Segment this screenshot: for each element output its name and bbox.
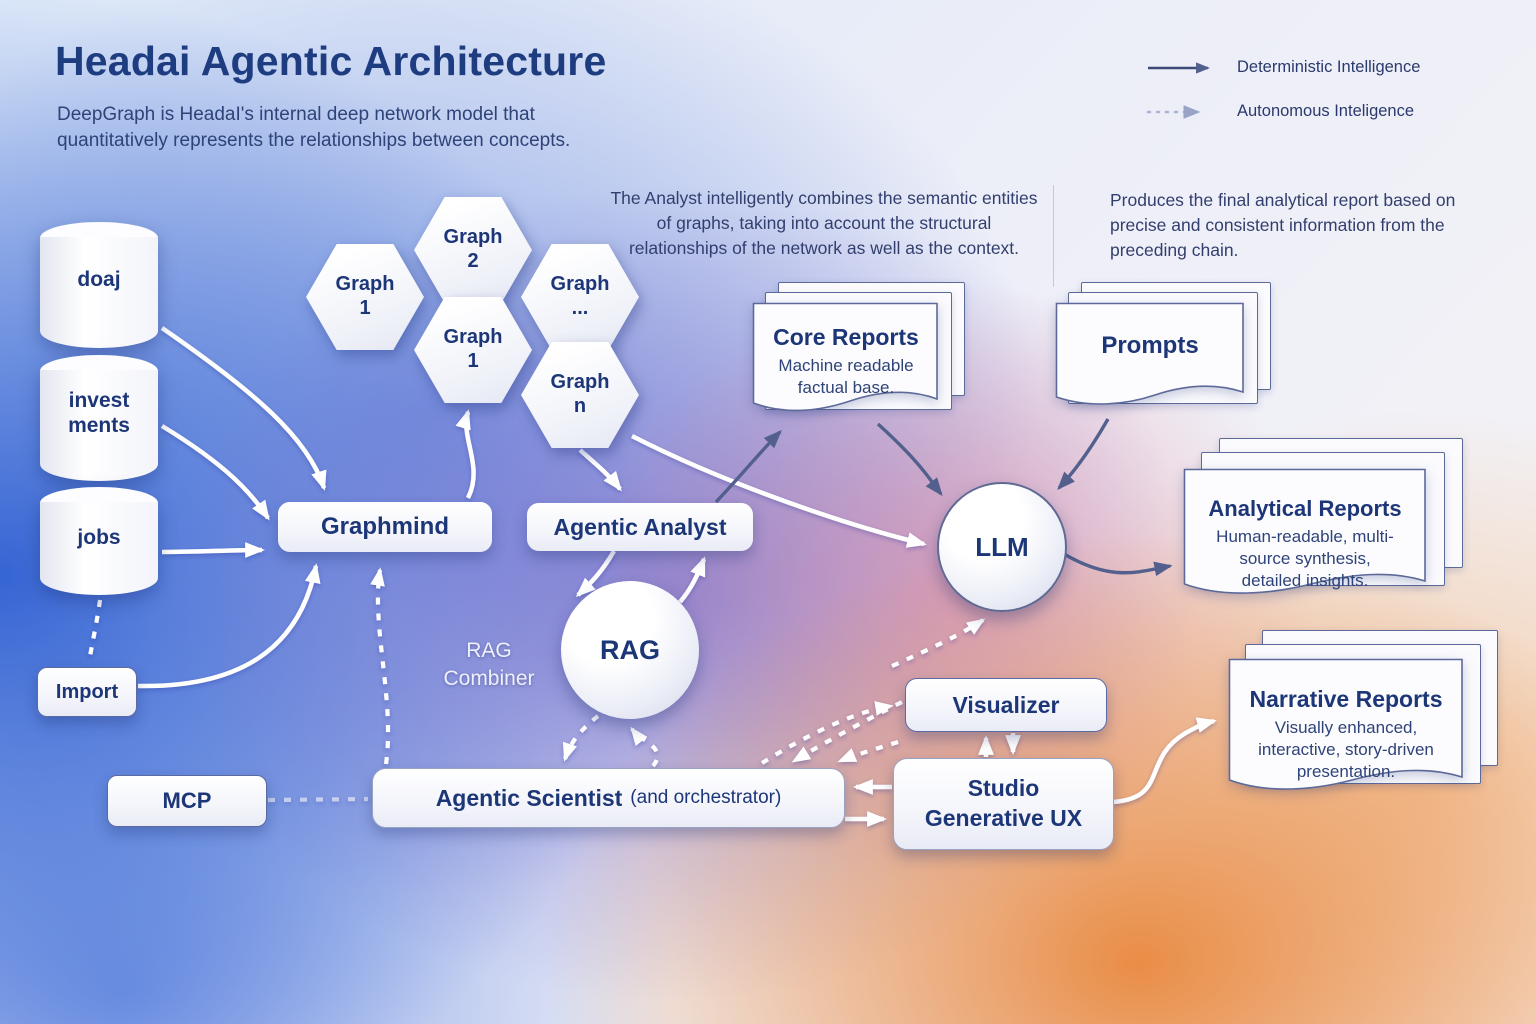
analytical-reports-title: Analytical Reports bbox=[1208, 496, 1402, 521]
mcp-label: MCP bbox=[162, 788, 212, 813]
dashed-visualizer-to-llm bbox=[891, 618, 986, 668]
studio-node: Studio Generative UX bbox=[893, 758, 1114, 850]
arrow-jobs-to-graphmind bbox=[161, 542, 265, 558]
dashed-jobs-to-import bbox=[86, 599, 103, 663]
datasource-doaj-label: doaj bbox=[77, 268, 121, 292]
arrow-studio-to-narrative bbox=[1112, 717, 1217, 805]
dashed-visualizer-to-scientist-b bbox=[837, 739, 899, 763]
graphmind-node: Graphmind bbox=[278, 502, 492, 552]
arrow-graphs-to-analyst bbox=[578, 448, 622, 492]
hex-sublabel: 2 bbox=[467, 250, 479, 272]
agentic-scientist-label: Agentic Scientist bbox=[435, 784, 623, 811]
analyst-note: The Analyst intelligently combines the s… bbox=[610, 188, 1038, 258]
page-title: Headai Agentic Architecture bbox=[55, 38, 607, 84]
hex-label: Graph bbox=[443, 326, 503, 349]
agentic-scientist-node: Agentic Scientist (and orchestrator) bbox=[372, 768, 845, 828]
llm-node: LLM bbox=[937, 482, 1067, 612]
narrative-reports-doc: Narrative Reports Visually enhanced, int… bbox=[1228, 630, 1498, 808]
arrow-prompts-to-llm bbox=[1057, 418, 1110, 491]
agentic-scientist-suffix: (and orchestrator) bbox=[630, 787, 782, 808]
import-label: Import bbox=[55, 680, 119, 703]
dashed-mcp-to-scientist bbox=[267, 796, 369, 803]
datasource-doaj: doaj bbox=[40, 222, 158, 348]
hex-sublabel: 1 bbox=[467, 350, 479, 372]
rag-node: RAG bbox=[561, 581, 699, 719]
agentic-analyst-label: Agentic Analyst bbox=[553, 513, 727, 540]
notes-divider bbox=[1053, 185, 1054, 287]
narrative-reports-sub: Visually enhanced, interactive, story-dr… bbox=[1258, 718, 1434, 782]
visualizer-label: Visualizer bbox=[952, 691, 1060, 718]
legend-autonomous-label: Autonomous Inteligence bbox=[1237, 102, 1415, 120]
graphmind-label: Graphmind bbox=[320, 513, 449, 540]
agentic-analyst-node: Agentic Analyst bbox=[527, 503, 753, 551]
datasource-jobs-label: jobs bbox=[77, 526, 121, 550]
dashed-rag-to-scientist bbox=[562, 714, 600, 762]
arrow-doaj-to-graphmind bbox=[160, 326, 327, 491]
arrow-rag-to-analyst bbox=[678, 556, 707, 604]
arrow-analyst-to-corereports bbox=[714, 430, 782, 504]
doc-front-sheet bbox=[752, 302, 938, 412]
core-reports-title: Core Reports bbox=[773, 324, 919, 350]
datasource-investments: invest ments bbox=[40, 355, 158, 481]
doc-front-sheet bbox=[1183, 468, 1426, 594]
datasource-investments-label: invest ments bbox=[68, 388, 130, 437]
report-note: Produces the final analytical report bas… bbox=[1110, 190, 1456, 260]
arrow-graphmind-to-graphs bbox=[455, 409, 476, 500]
arrow-import-to-graphmind bbox=[137, 563, 321, 689]
dashed-scientist-to-rag bbox=[630, 726, 660, 768]
llm-label: LLM bbox=[975, 531, 1029, 562]
doc-front-sheet bbox=[1228, 658, 1463, 790]
hex-sublabel: n bbox=[573, 395, 587, 417]
dashed-scientist-to-graphmind bbox=[370, 567, 391, 765]
analytical-reports-sub: Human-readable, multi-source synthesis, … bbox=[1216, 527, 1394, 591]
doc-front-sheet bbox=[1055, 302, 1244, 405]
narrative-reports-text: Narrative Reports Visually enhanced, int… bbox=[1232, 686, 1460, 783]
narrative-reports-title: Narrative Reports bbox=[1249, 686, 1443, 712]
page-subtitle: DeepGraph is HeadaI's internal deep netw… bbox=[57, 104, 571, 152]
core-reports-sub: Machine readable factual base. bbox=[778, 356, 914, 398]
hex-label: Graph bbox=[550, 273, 610, 296]
mcp-node: MCP bbox=[107, 775, 267, 827]
core-reports-text: Core Reports Machine readable factual ba… bbox=[756, 324, 936, 399]
hex-sublabel: ... bbox=[571, 297, 589, 319]
rag-combiner-label: RAG Combiner bbox=[443, 639, 535, 690]
hex-label: Graph bbox=[443, 226, 503, 249]
analytical-reports-text: Analytical Reports Human-readable, multi… bbox=[1187, 496, 1423, 592]
prompts-text: Prompts bbox=[1059, 332, 1241, 360]
prompts-doc: Prompts bbox=[1055, 282, 1271, 422]
hex-label: Graph bbox=[550, 371, 610, 394]
arrow-corereports-to-llm bbox=[876, 422, 943, 497]
import-node: Import bbox=[37, 667, 137, 717]
hex-graph-dots: Graph... bbox=[521, 244, 639, 350]
arrow-llm-to-analytical bbox=[1063, 552, 1173, 577]
rag-label: RAG bbox=[600, 634, 660, 665]
core-reports-doc: Core Reports Machine readable factual ba… bbox=[752, 282, 965, 428]
hex-sublabel: 1 bbox=[359, 297, 371, 319]
prompts-title: Prompts bbox=[1101, 332, 1199, 359]
dashed-scientist-to-visualizer bbox=[760, 701, 894, 765]
datasource-jobs: jobs bbox=[40, 487, 158, 595]
analytical-reports-doc: Analytical Reports Human-readable, multi… bbox=[1183, 438, 1463, 610]
dashed-visualizer-to-scientist-a bbox=[791, 700, 903, 763]
visualizer-node: Visualizer bbox=[905, 678, 1107, 732]
arrow-investments-to-graphmind bbox=[160, 424, 270, 521]
hex-label: Graph bbox=[335, 273, 395, 296]
legend-deterministic-label: Deterministic Intelligence bbox=[1237, 58, 1421, 76]
studio-label: Studio Generative UX bbox=[924, 775, 1083, 831]
